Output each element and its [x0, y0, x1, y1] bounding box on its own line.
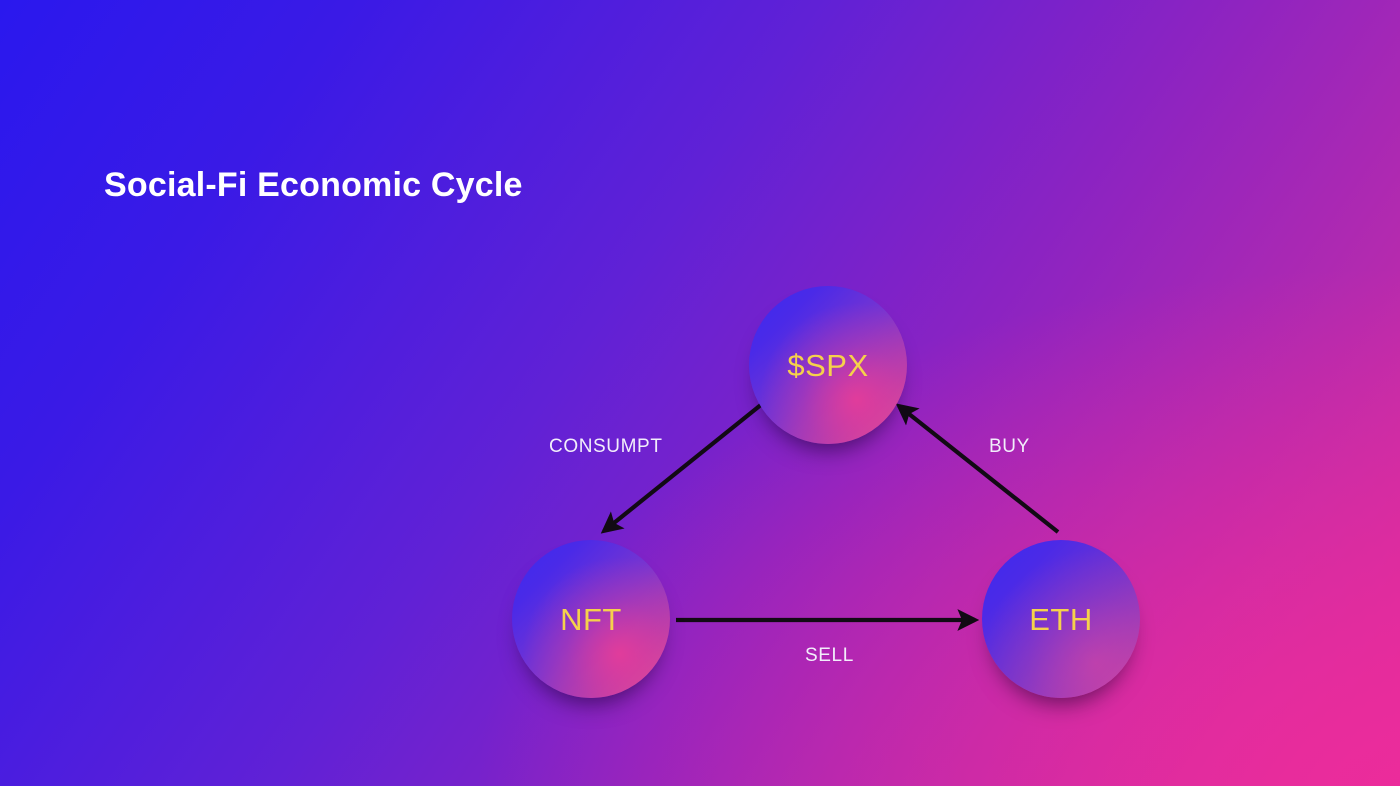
node-eth-label: ETH — [1029, 601, 1093, 637]
arrow-buy — [895, 403, 1060, 534]
node-nft-label: NFT — [560, 601, 622, 637]
edge-label-buy: BUY — [989, 436, 1030, 457]
node-spx[interactable]: $SPX — [749, 286, 907, 444]
arrow-consumpt — [600, 402, 764, 534]
node-eth[interactable]: ETH — [982, 540, 1140, 698]
node-spx-label: $SPX — [787, 347, 869, 383]
node-nft[interactable]: NFT — [512, 540, 670, 698]
page-title: Social-Fi Economic Cycle — [104, 166, 523, 204]
edge-label-consumpt: CONSUMPT — [549, 436, 663, 457]
edge-label-sell: SELL — [805, 645, 854, 666]
